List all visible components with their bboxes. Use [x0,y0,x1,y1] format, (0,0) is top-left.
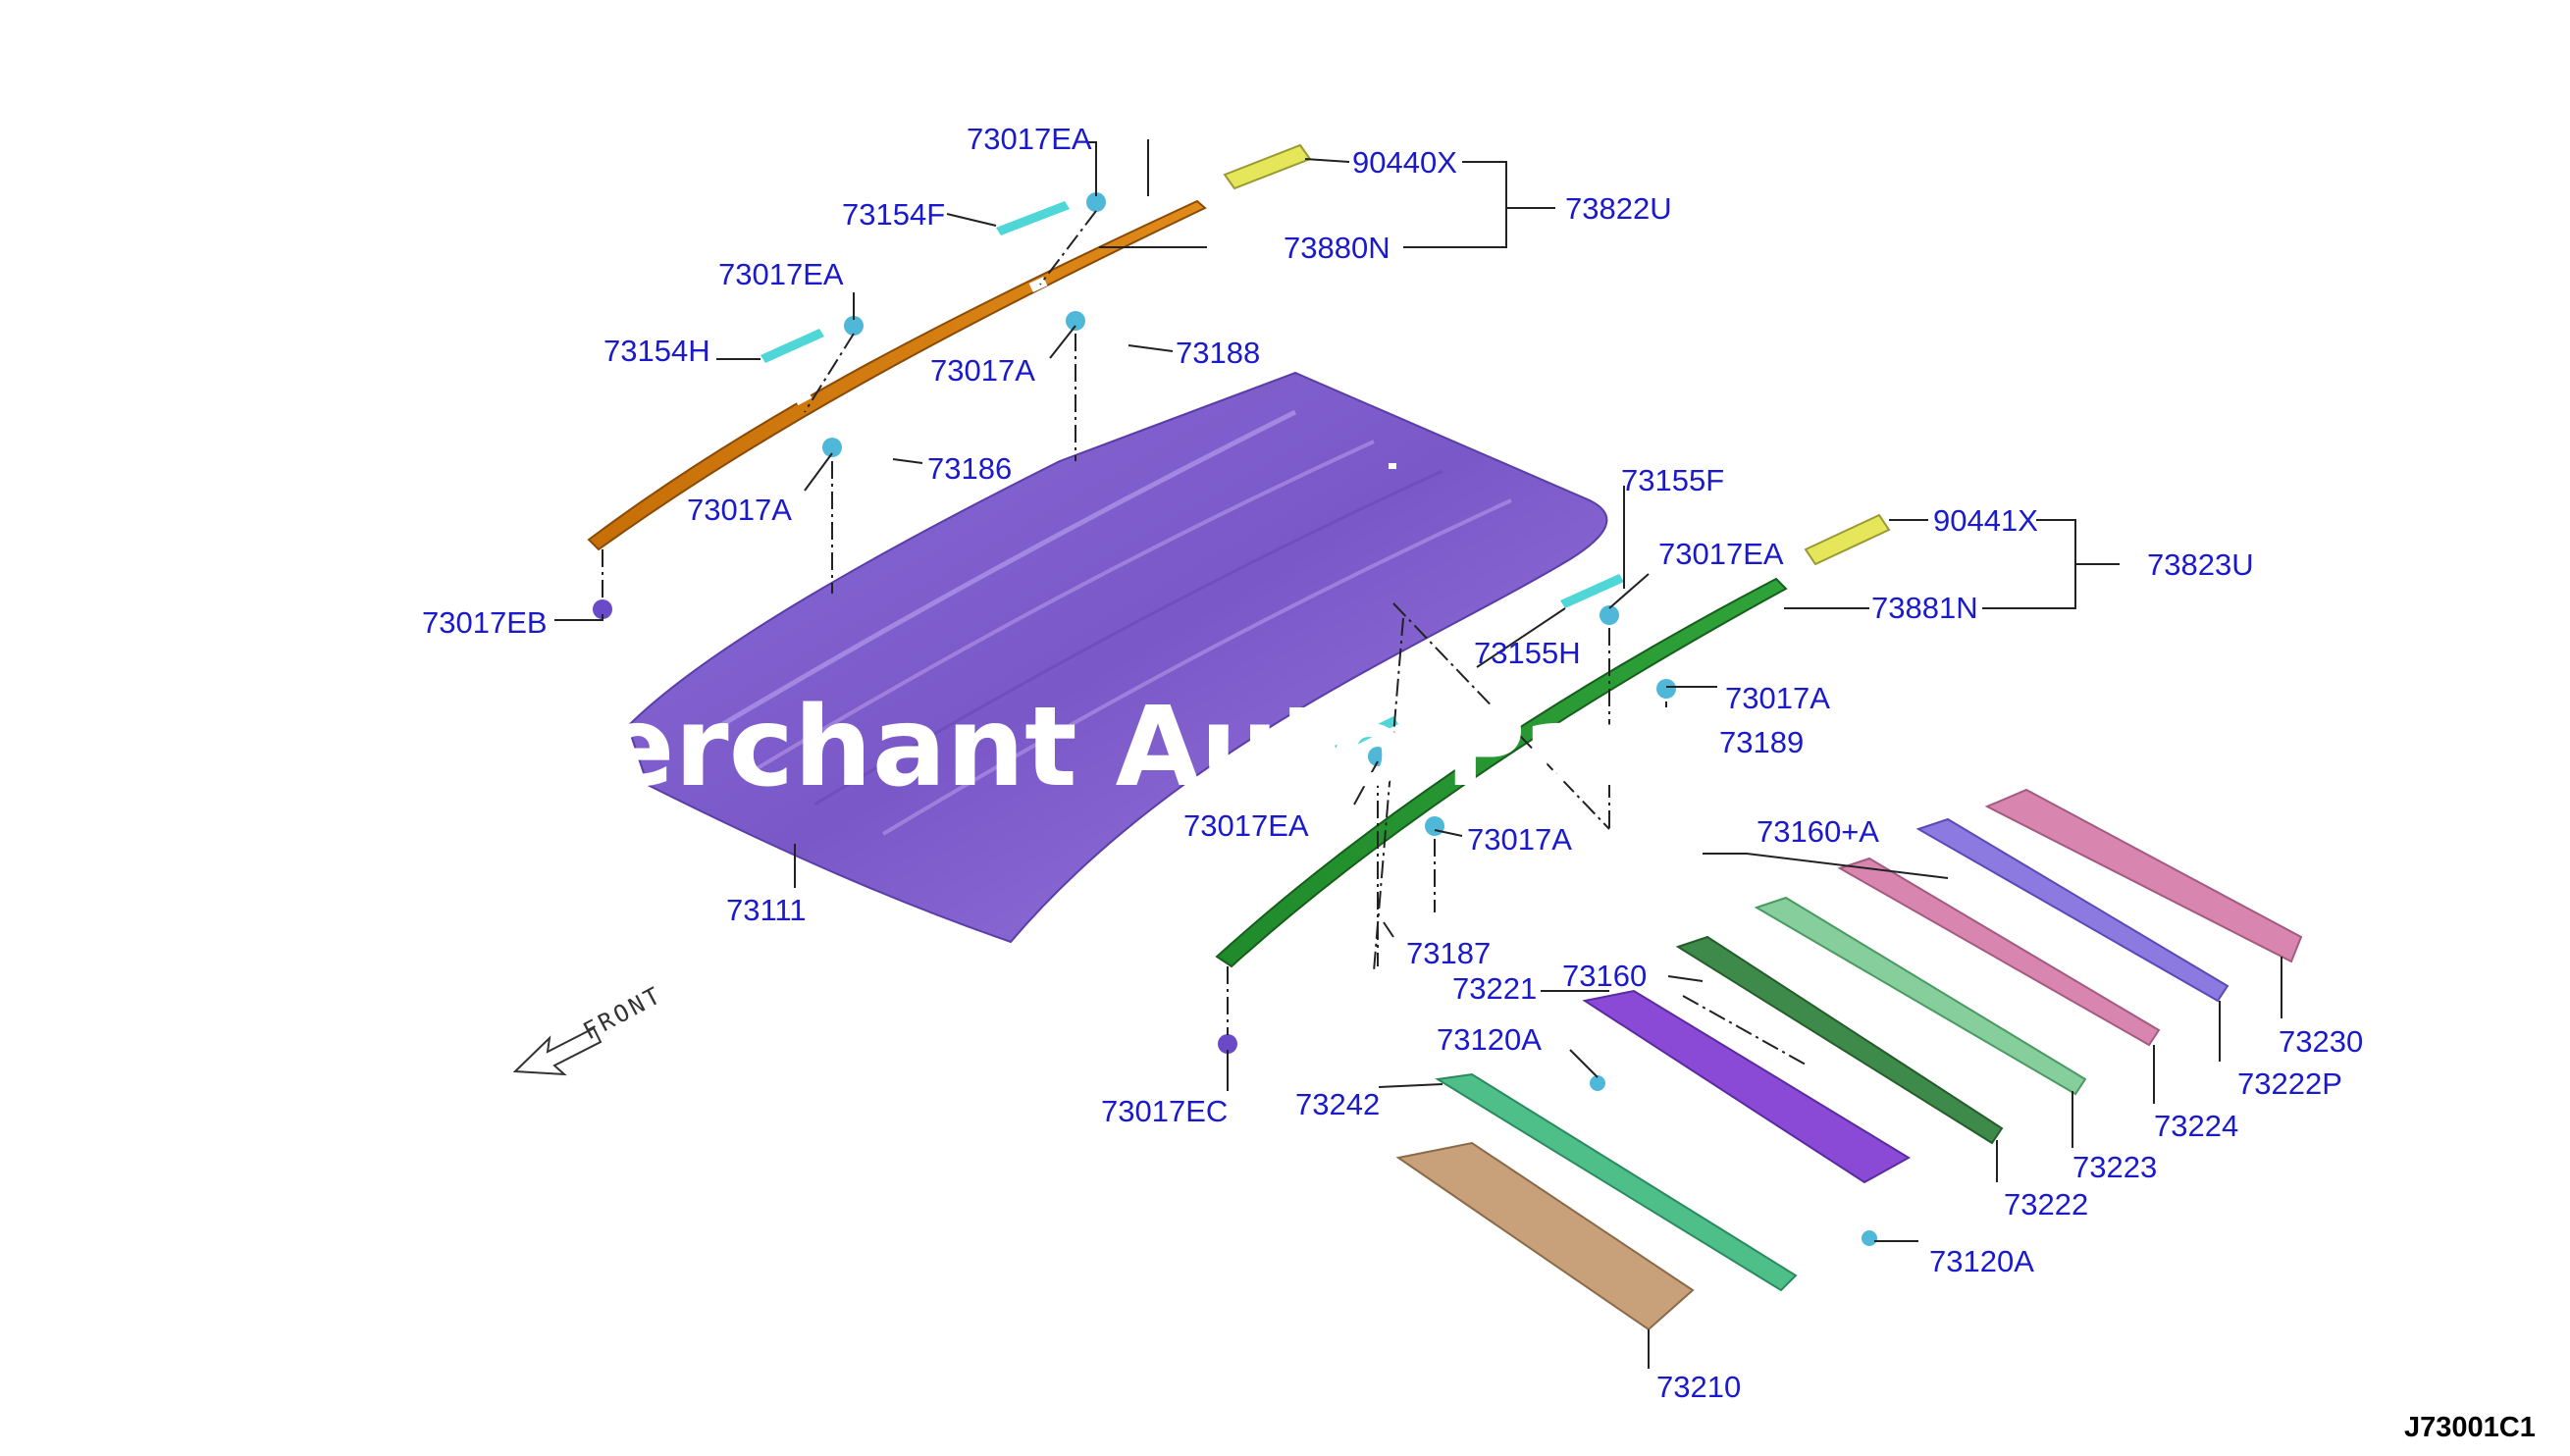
front-label: FRONT [579,981,667,1046]
label-73017EB: 73017EB [422,605,548,640]
label-73224: 73224 [2154,1109,2238,1143]
label-73120A-right: 73120A [1929,1244,2034,1278]
label-73017EA-left: 73017EA [718,257,844,291]
small-parts [593,143,1891,1246]
label-73111: 73111 [726,893,807,927]
label-73189: 73189 [1719,725,1804,759]
label-73221: 73221 [1452,971,1537,1006]
diagram-code: J73001C1 [2404,1412,2536,1443]
chain-lines [602,210,1807,1066]
left-roof-rail [587,199,1207,551]
label-73881N: 73881N [1871,591,1978,625]
label-73017A-mid: 73017A [1467,822,1572,857]
label-73230: 73230 [2279,1024,2363,1059]
label-73154F: 73154F [842,197,945,232]
label-73223: 73223 [2072,1150,2157,1184]
roof-panel [626,371,1608,944]
part-labels: 73017EA 90440X 73822U 73154F 73880N 7301… [422,122,2363,1404]
label-73880N: 73880N [1284,231,1390,265]
label-73242: 73242 [1295,1087,1380,1121]
label-73017A-right: 73017A [1725,681,1830,715]
label-90441X: 90441X [1933,503,2038,538]
label-73222P: 73222P [2237,1066,2342,1101]
label-73823U: 73823U [2147,547,2254,582]
label-73186: 73186 [927,451,1012,486]
label-73017EA-right: 73017EA [1658,537,1784,571]
label-73155H: 73155H [1474,636,1581,670]
label-73017EA-top: 73017EA [967,122,1092,156]
label-73154H: 73154H [603,334,710,368]
leader-lines [554,139,2282,1369]
label-73017EC: 73017EC [1101,1094,1228,1128]
label-73187: 73187 [1406,936,1491,970]
label-73222: 73222 [2004,1187,2088,1222]
label-73017A-left: 73017A [687,493,792,527]
watermark-text: Merchant Auto Parts Catalog [491,684,2281,811]
label-73822U: 73822U [1565,191,1672,226]
roof-bows [1395,788,2303,1331]
label-73160: 73160 [1562,959,1647,993]
label-73120A-left: 73120A [1437,1022,1542,1057]
label-73188: 73188 [1176,336,1260,370]
label-73017A-upper: 73017A [930,353,1035,388]
label-73160-A: 73160+A [1757,814,1879,849]
label-73017EA-mid: 73017EA [1183,808,1309,843]
label-73210: 73210 [1656,1370,1741,1404]
label-90440X: 90440X [1352,145,1457,180]
front-arrow: FRONT [512,981,667,1076]
label-73155F: 73155F [1621,463,1724,497]
